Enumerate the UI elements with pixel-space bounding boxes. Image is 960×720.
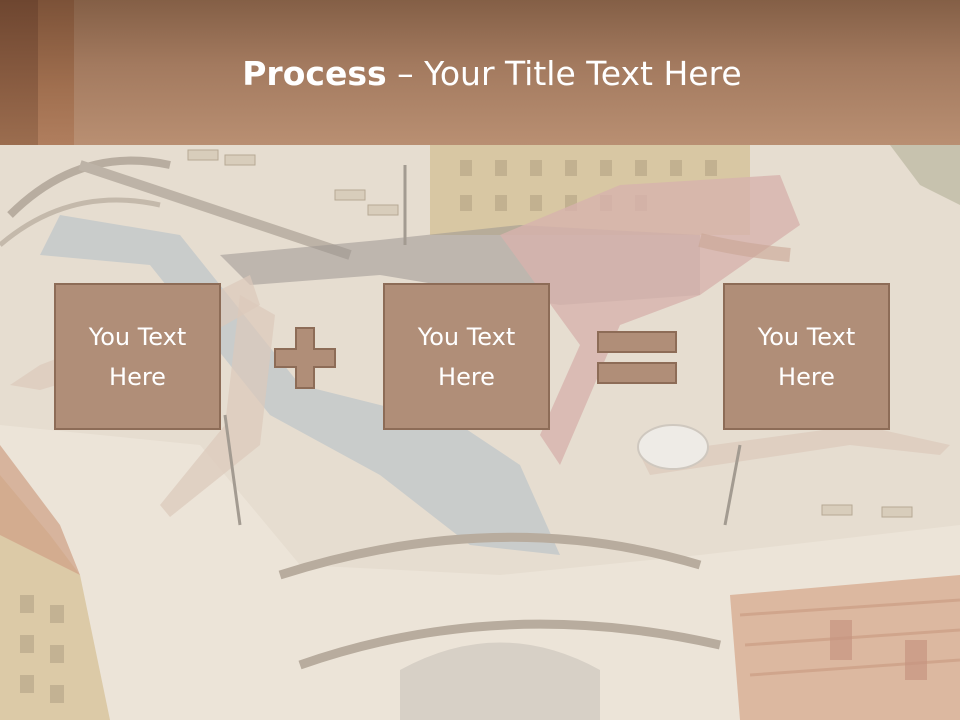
process-box-3[interactable]: You Text Here bbox=[723, 283, 890, 430]
process-box-1[interactable]: You Text Here bbox=[54, 283, 221, 430]
process-box-label: You Text Here bbox=[757, 322, 856, 391]
process-box-label: You Text Here bbox=[417, 322, 516, 391]
process-box-2[interactable]: You Text Here bbox=[383, 283, 550, 430]
slide-title: Process – Your Title Text Here bbox=[0, 52, 960, 96]
header-bar: Process – Your Title Text Here bbox=[0, 0, 960, 145]
header-accent-block-light bbox=[38, 0, 74, 145]
equals-icon bbox=[597, 331, 677, 384]
title-rest: – Your Title Text Here bbox=[386, 54, 742, 93]
header-accent-block-dark bbox=[0, 0, 38, 145]
background-illustration bbox=[0, 145, 960, 720]
process-box-label: You Text Here bbox=[88, 322, 187, 391]
plus-icon bbox=[274, 327, 336, 389]
title-bold: Process bbox=[242, 54, 387, 93]
